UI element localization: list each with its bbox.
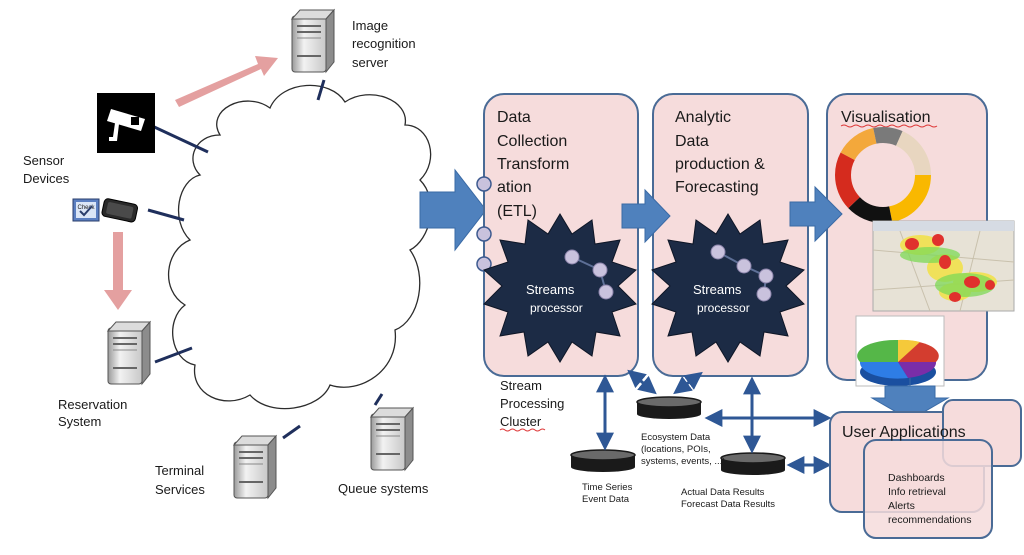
streams-label-2b: processor (697, 301, 750, 315)
analytic-title-1: Analytic (675, 109, 731, 126)
etl-title-1: Data (497, 109, 531, 126)
ecosystem-label-3: systems, events, ...) (641, 456, 725, 467)
app-item-info: Info retrieval (888, 486, 946, 498)
image-server-label-2: recognition (352, 36, 416, 51)
user-apps-title: User Applications (842, 424, 966, 441)
cluster-label-1: Stream (500, 378, 542, 393)
reservation-server-icon (107, 321, 151, 385)
terminal-label-2: Services (155, 482, 205, 497)
etl-title-2: Collection (497, 133, 567, 150)
arrow-analytic-to-visualisation (789, 185, 843, 243)
sensor-label-1: Sensor (23, 153, 65, 168)
app-item-dashboards: Dashboards (888, 472, 945, 484)
device-links (147, 79, 384, 440)
reservation-label-1: Reservation (58, 397, 127, 412)
reservation-label-2: System (58, 414, 101, 429)
timeseries-db-icon (570, 449, 636, 473)
queue-label: Queue systems (338, 481, 429, 496)
terminal-server-icon (233, 435, 277, 499)
analytic-title-4: Forecasting (675, 179, 759, 196)
results-db-icon (720, 452, 786, 476)
ecosystem-db-icon (636, 396, 702, 420)
db-connectors (596, 369, 832, 474)
queue-server-icon (370, 407, 414, 471)
results-label-2: Forecast Data Results (681, 499, 775, 510)
streams-label-1a: Streams (526, 282, 575, 297)
sensor-icon: Check (72, 198, 100, 222)
streams-processor-2 (651, 213, 805, 363)
arrow-vis-to-apps (870, 378, 950, 421)
arrow-cloud-to-etl (419, 168, 487, 252)
streams-label-1b: processor (530, 301, 583, 315)
ecosystem-label-2: (locations, POIs, (641, 444, 711, 455)
camera-icon (97, 93, 155, 153)
etl-port-circles (476, 176, 492, 272)
streams-label-2a: Streams (693, 282, 742, 297)
user-apps-front-box (863, 439, 993, 539)
sensor-icon-text: Check (77, 205, 95, 211)
visualisation-title: Visualisation (841, 109, 931, 126)
visualisation-underline (840, 124, 938, 128)
image-server-label-1: Image (352, 18, 388, 33)
cluster-underline (499, 428, 546, 432)
donut-chart-icon (835, 127, 931, 223)
image-server-icon (291, 9, 335, 73)
analytic-title-2: Data (675, 133, 709, 150)
pink-arrows (104, 56, 278, 310)
etl-title-3: Transform (497, 156, 569, 173)
analytic-title-3: production & (675, 156, 765, 173)
heatmap-image (872, 220, 1015, 312)
timeseries-label-2: Event Data (582, 494, 630, 505)
timeseries-label-1: Time Series (582, 482, 633, 493)
image-server-label-3: server (352, 55, 389, 70)
ecosystem-label-1: Ecosystem Data (641, 432, 711, 443)
network-cloud (168, 84, 432, 410)
app-item-alerts: Alerts (888, 500, 915, 512)
results-label-1: Actual Data Results (681, 487, 765, 498)
sensor-label-2: Devices (23, 171, 70, 186)
arrow-etl-to-analytic (621, 188, 671, 244)
terminal-label-1: Terminal (155, 463, 204, 478)
phone-icon (101, 198, 139, 223)
app-item-recommendations: recommendations (888, 514, 971, 526)
etl-title-4: ation (497, 179, 532, 196)
streams-processor-1 (483, 213, 637, 363)
cluster-label-2: Processing (500, 396, 564, 411)
etl-title-5: (ETL) (497, 203, 537, 220)
pie-chart-image (855, 315, 945, 387)
cluster-label-3: Cluster (500, 414, 542, 429)
